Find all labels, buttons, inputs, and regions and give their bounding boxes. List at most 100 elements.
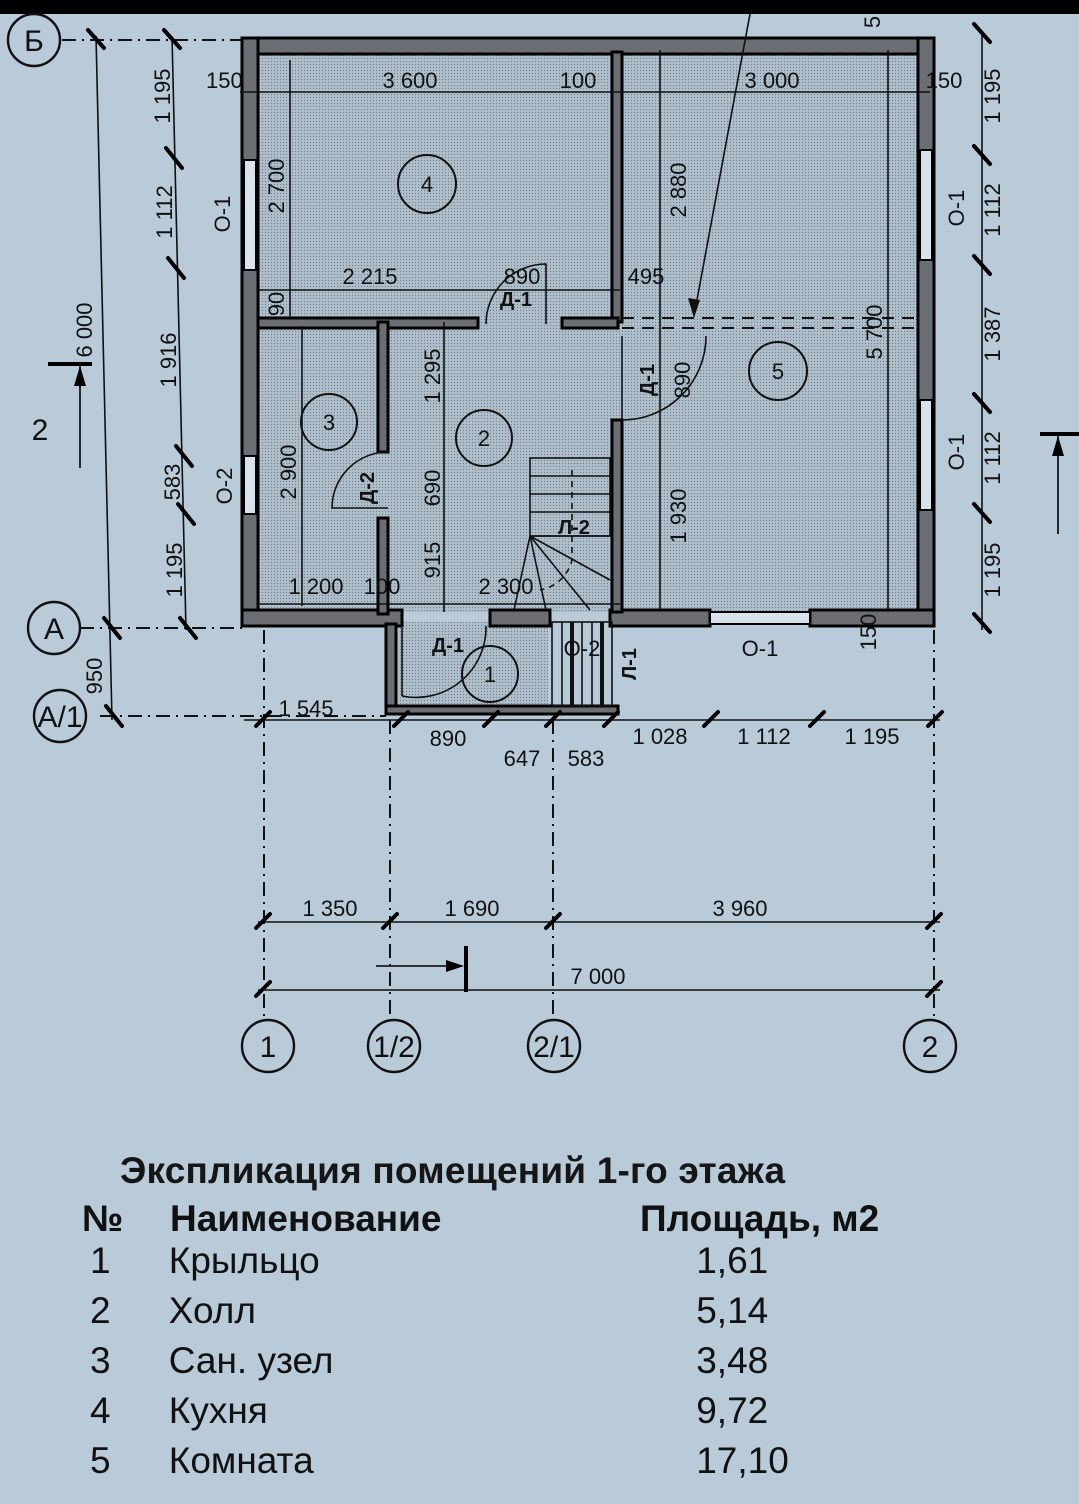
dim-text: 1 195 bbox=[980, 542, 1005, 597]
window-label: О-1 bbox=[210, 196, 235, 233]
table-row: 3 Сан. узел 3,48 bbox=[60, 1340, 960, 1390]
stair-label: Л-2 bbox=[558, 517, 590, 539]
dim-text: 5 700 bbox=[862, 304, 887, 359]
window-label: О-1 bbox=[944, 190, 969, 227]
dim-text: 5 bbox=[860, 16, 885, 28]
header-area: Площадь, м2 bbox=[640, 1198, 880, 1239]
row-name: Кухня bbox=[168, 1390, 268, 1431]
row-no: 4 bbox=[90, 1390, 111, 1431]
dim-text: 1 195 bbox=[980, 68, 1005, 123]
leader-arrow-head bbox=[688, 298, 700, 318]
row-area: 17,10 bbox=[696, 1440, 789, 1481]
header-name: Наименование bbox=[170, 1198, 442, 1239]
row-area: 1,61 bbox=[696, 1240, 769, 1281]
dim-text: 1 195 bbox=[150, 68, 175, 123]
door-label: Д-1 bbox=[637, 364, 659, 396]
room-marker-4: 4 bbox=[397, 154, 457, 214]
dim-text: 7 000 bbox=[570, 964, 625, 989]
axis-label: А bbox=[44, 613, 64, 646]
door-label: Д-2 bbox=[357, 472, 379, 504]
dim-text: 150 bbox=[206, 68, 243, 93]
axis-lines bbox=[62, 39, 935, 1020]
dim-text: 890 bbox=[504, 264, 541, 289]
door-label: Д-1 bbox=[432, 635, 464, 657]
floor-plan: Б А А/1 1 1/2 2/1 2 2 4 3 bbox=[6, 12, 1079, 1074]
table-row: 5 Комната 17,10 bbox=[60, 1440, 960, 1490]
axis-bubble-a: А bbox=[26, 600, 82, 656]
row-no: 3 bbox=[90, 1340, 111, 1381]
stairs-l2 bbox=[513, 457, 611, 611]
row-area: 5,14 bbox=[696, 1290, 769, 1331]
dim-text: 2 700 bbox=[264, 158, 289, 213]
door-label: Д-1 bbox=[500, 289, 532, 311]
windows bbox=[243, 149, 933, 625]
dim-text: 100 bbox=[364, 574, 401, 599]
dim-text: 3 960 bbox=[712, 896, 767, 921]
room-marker-2: 2 bbox=[455, 409, 513, 467]
room-number: 5 bbox=[772, 359, 784, 384]
dim-text: 150 bbox=[926, 68, 963, 93]
dim-text: 1 200 bbox=[288, 574, 343, 599]
dim-text: 1 295 bbox=[420, 348, 445, 403]
axis-label: 2/1 bbox=[533, 1031, 575, 1064]
dim-text: 150 bbox=[856, 614, 881, 651]
table-row: 1 Крыльцо 1,61 bbox=[60, 1240, 960, 1290]
dim-text: 1 195 bbox=[162, 542, 187, 597]
dim-text: 1 028 bbox=[632, 724, 687, 749]
dim-text: 100 bbox=[560, 68, 597, 93]
section-mark-bottom bbox=[376, 946, 468, 992]
dim-text: 1 545 bbox=[278, 696, 333, 721]
row-name: Сан. узел bbox=[168, 1340, 334, 1381]
room-number: 1 bbox=[484, 662, 496, 687]
explication-title: Экспликация помещений 1-го этажа bbox=[120, 1150, 786, 1191]
dim-text: 915 bbox=[420, 542, 445, 579]
axis-bubble-b: Б bbox=[6, 12, 62, 68]
row-no: 5 bbox=[90, 1440, 111, 1481]
dim-text: 1 112 bbox=[980, 431, 1005, 484]
header-no: № bbox=[82, 1198, 124, 1239]
section-mark-left: 2 bbox=[32, 362, 92, 468]
axis-label: А/1 bbox=[37, 701, 82, 734]
dim-text: 647 bbox=[504, 746, 541, 771]
room-number: 3 bbox=[323, 410, 335, 435]
dim-text: 2 900 bbox=[276, 444, 301, 499]
dim-text: 1 916 bbox=[156, 332, 181, 387]
dim-text: 890 bbox=[670, 362, 695, 399]
row-area: 3,48 bbox=[696, 1340, 769, 1381]
top-black-bar bbox=[0, 0, 1079, 14]
dim-text: 583 bbox=[568, 746, 605, 771]
dim-text: 1 112 bbox=[152, 185, 177, 238]
window-label: О-2 bbox=[212, 468, 237, 505]
axis-bubble-1-2: 1/2 bbox=[366, 1018, 422, 1074]
dim-text: 3 600 bbox=[382, 68, 437, 93]
axis-label: 1 bbox=[260, 1031, 277, 1064]
window-label: О-1 bbox=[742, 636, 779, 661]
dim-text: 2 215 bbox=[342, 264, 397, 289]
stair-label: Л-1 bbox=[619, 648, 641, 680]
dim-text: 1 112 bbox=[980, 183, 1005, 236]
inner-walls bbox=[256, 50, 624, 716]
section-mark-right bbox=[1040, 432, 1079, 534]
dim-text: 1 930 bbox=[666, 488, 691, 543]
row-no: 2 bbox=[90, 1290, 111, 1331]
table-row: 2 Холл 5,14 bbox=[60, 1290, 960, 1340]
floor-area bbox=[258, 52, 920, 612]
row-name: Комната bbox=[168, 1440, 314, 1481]
explication-header: № Наименование Площадь, м2 bbox=[60, 1198, 960, 1240]
dim-text: 690 bbox=[420, 470, 445, 507]
dim-text: 1 112 bbox=[737, 724, 790, 749]
dim-text: 6 000 bbox=[72, 302, 97, 357]
porch-window-label: О-2 bbox=[564, 636, 601, 661]
axis-bubble-a1: А/1 bbox=[32, 688, 88, 744]
room-marker-1: 1 bbox=[461, 645, 519, 703]
axis-bubble-2: 2 bbox=[902, 1018, 958, 1074]
dim-text: 2 300 bbox=[478, 574, 533, 599]
dim-text: 950 bbox=[82, 658, 107, 695]
dim-text: 1 387 bbox=[980, 306, 1005, 361]
row-name: Холл bbox=[168, 1290, 256, 1331]
axis-label: 1/2 bbox=[373, 1031, 415, 1064]
axis-label: 2 bbox=[922, 1031, 939, 1064]
section-label: 2 bbox=[32, 414, 49, 447]
dim-text: 1 195 bbox=[844, 724, 899, 749]
axis-label: Б bbox=[24, 25, 44, 58]
